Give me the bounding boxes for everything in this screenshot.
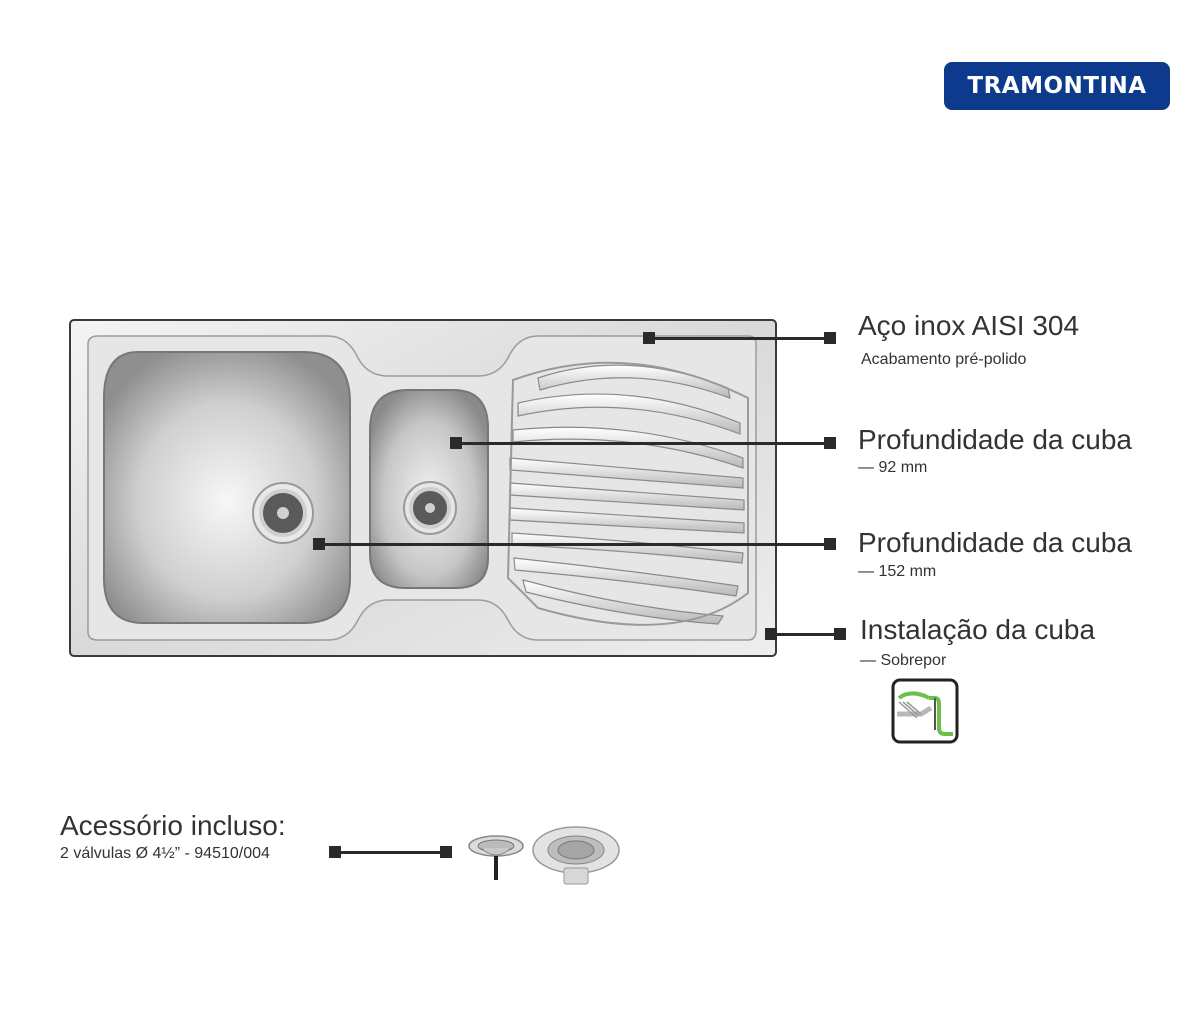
callout-line bbox=[319, 543, 827, 546]
callout-line bbox=[335, 851, 445, 854]
callout-line bbox=[456, 442, 827, 445]
feature-subtitle-depth-small: — 92 mm bbox=[858, 459, 928, 476]
accessory-subtitle: 2 válvulas Ø 4½” - 94510/004 bbox=[60, 845, 270, 862]
feature-subtitle-material: Acabamento pré-polido bbox=[861, 351, 1027, 368]
callout-marker bbox=[834, 628, 846, 640]
callout-line bbox=[649, 337, 827, 340]
callout-line bbox=[771, 633, 837, 636]
feature-title-depth-large: Profundidade da cuba bbox=[858, 527, 1132, 558]
installation-overmount-icon bbox=[891, 678, 959, 744]
feature-title-material: Aço inox AISI 304 bbox=[858, 310, 1080, 341]
callout-marker bbox=[440, 846, 452, 858]
accessory-title: Acessório incluso: bbox=[60, 810, 286, 841]
drain-valve-flange-image bbox=[532, 826, 620, 885]
feature-title-installation: Instalação da cuba bbox=[860, 614, 1096, 645]
drain-valve-basket-image bbox=[468, 835, 524, 880]
tramontina-logo: TRAMONTINA bbox=[944, 62, 1170, 110]
callout-marker bbox=[824, 538, 836, 550]
feature-subtitle-depth-large: — 152 mm bbox=[858, 563, 937, 580]
feature-title-depth-small: Profundidade da cuba bbox=[858, 424, 1132, 455]
callout-marker bbox=[824, 332, 836, 344]
feature-subtitle-installation: — Sobrepor bbox=[860, 652, 947, 669]
sink-product-image bbox=[69, 319, 777, 657]
callout-marker bbox=[824, 437, 836, 449]
